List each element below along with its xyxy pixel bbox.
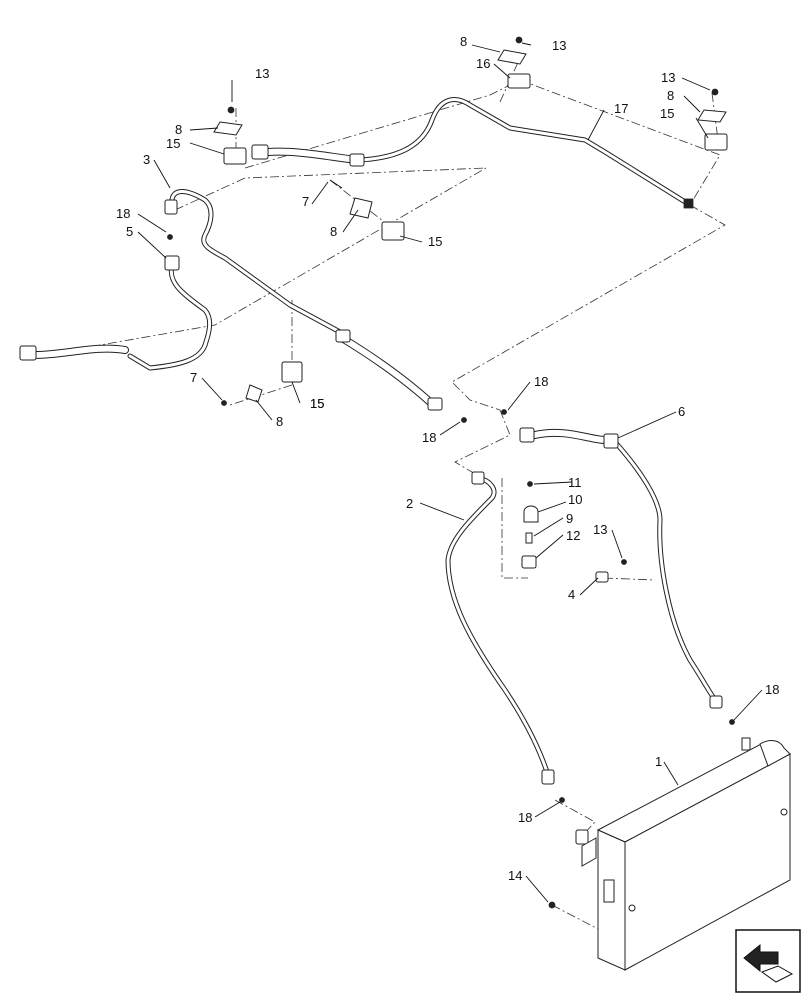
callout-8: 8 xyxy=(667,88,674,103)
callout-4: 4 xyxy=(568,587,575,602)
callout-1: 1 xyxy=(655,754,662,769)
callout-18: 18 xyxy=(534,374,548,389)
callout-16: 16 xyxy=(476,56,490,71)
callout-18: 18 xyxy=(422,430,436,445)
callout-5: 5 xyxy=(126,224,133,239)
callout-18: 18 xyxy=(518,810,532,825)
callout-15: 15 xyxy=(660,106,674,121)
callout-10: 10 xyxy=(568,492,582,507)
callout-7: 7 xyxy=(190,370,197,385)
fitting xyxy=(471,471,485,485)
callout-13: 13 xyxy=(661,70,675,85)
callout-13: 13 xyxy=(552,38,566,53)
fitting xyxy=(19,345,37,361)
tube-6 xyxy=(519,427,723,709)
callout-14: 14 xyxy=(508,868,522,883)
callout-18: 18 xyxy=(765,682,779,697)
callout-15: 15 xyxy=(166,136,180,151)
fitting xyxy=(164,199,178,215)
center-lines xyxy=(59,57,726,931)
next-page-arrow-icon[interactable] xyxy=(735,929,801,993)
callout-7: 7 xyxy=(302,194,309,209)
fitting xyxy=(251,144,269,160)
cooler-1 xyxy=(581,740,792,971)
fitting xyxy=(603,433,619,449)
leader-lines xyxy=(137,42,763,903)
fitting xyxy=(427,397,443,411)
fitting xyxy=(709,695,723,709)
callout-8: 8 xyxy=(460,34,467,49)
tube-2 xyxy=(445,471,555,785)
fitting xyxy=(683,198,694,209)
callout-6: 6 xyxy=(678,404,685,419)
callout-12: 12 xyxy=(566,528,580,543)
callout-8: 8 xyxy=(276,414,283,429)
callout-8: 8 xyxy=(175,122,182,137)
callout-9: 9 xyxy=(566,511,573,526)
callout-3: 3 xyxy=(143,152,150,167)
callout-15: 15 xyxy=(428,234,442,249)
callout-18: 18 xyxy=(116,206,130,221)
fitting xyxy=(541,769,555,785)
fitting xyxy=(164,255,180,271)
callout-2: 2 xyxy=(406,496,413,511)
callout-13: 13 xyxy=(593,522,607,537)
tube-17 xyxy=(251,97,694,209)
callout-13: 13 xyxy=(255,66,269,81)
callout-15: 15 xyxy=(310,396,324,411)
callout-8: 8 xyxy=(330,224,337,239)
fitting xyxy=(519,427,535,443)
fitting xyxy=(335,329,351,343)
callout-11: 11 xyxy=(568,475,582,490)
tube-3 xyxy=(164,189,443,411)
tube-5 xyxy=(19,255,213,371)
hardware xyxy=(167,36,751,909)
fitting xyxy=(349,153,365,167)
callouts: 13 8 16 13 8 15 13 8 15 17 3 15 18 5 7 8… xyxy=(116,34,779,883)
callout-15: 15 xyxy=(310,396,324,411)
callout-17: 17 xyxy=(614,101,628,116)
